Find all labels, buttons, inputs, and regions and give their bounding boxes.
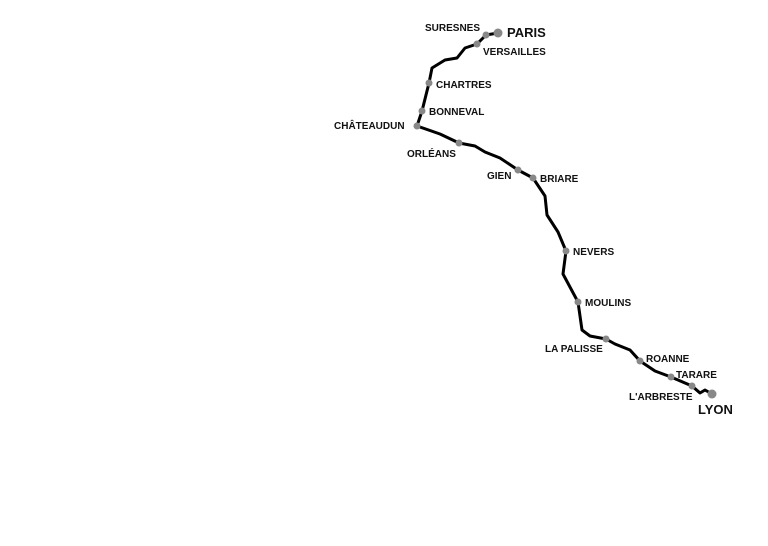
station-dot-lyon — [707, 389, 717, 399]
station-label-gien: GIEN — [487, 171, 511, 182]
station-label-moulins: MOULINS — [585, 298, 631, 309]
station-label-bonneval: BONNEVAL — [429, 107, 484, 118]
station-label-briare: BRIARE — [540, 174, 579, 185]
station-label-nevers: NEVERS — [573, 247, 614, 258]
station-dot-briare — [529, 174, 537, 182]
station-label-versailles: VERSAILLES — [483, 47, 546, 58]
station-label-orleans: ORLÉANS — [407, 147, 456, 160]
station-label-larbreste: L'ARBRESTE — [629, 392, 693, 403]
station-dot-orleans — [455, 139, 463, 147]
station-label-tarare: TARARE — [676, 370, 717, 381]
station-dot-gien — [514, 166, 522, 174]
station-label-paris: PARIS — [507, 25, 546, 40]
route-line — [415, 31, 714, 396]
station-dot-chartres — [425, 79, 433, 87]
station-dot-suresnes — [482, 31, 490, 39]
station-dot-nevers — [562, 247, 570, 255]
station-dot-larbreste — [688, 382, 696, 390]
station-dot-bonneval — [418, 107, 426, 115]
station-label-chartres: CHARTRES — [436, 80, 492, 91]
station-dot-chateaudun — [413, 122, 421, 130]
station-dot-lapalisse — [602, 335, 610, 343]
station-label-lyon: LYON — [698, 402, 733, 417]
station-dot-versailles — [473, 40, 481, 48]
station-label-lapalisse: LA PALISSE — [545, 344, 603, 355]
station-label-chateaudun: CHÂTEAUDUN — [334, 119, 405, 132]
station-dot-roanne — [636, 357, 644, 365]
station-dot-moulins — [574, 298, 582, 306]
station-label-roanne: ROANNE — [646, 354, 690, 365]
station-dot-tarare — [667, 373, 675, 381]
station-label-suresnes: SURESNES — [425, 23, 480, 34]
station-dot-paris — [493, 28, 503, 38]
